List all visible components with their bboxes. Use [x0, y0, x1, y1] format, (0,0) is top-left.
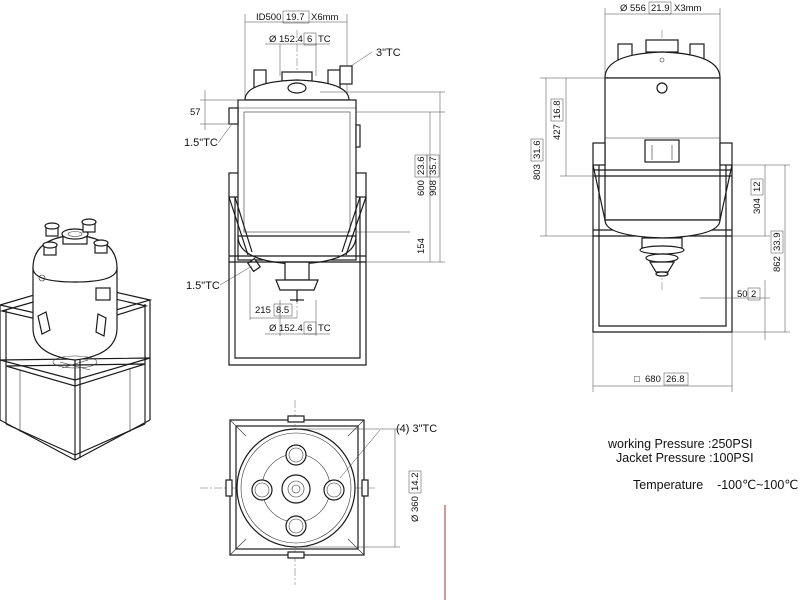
dim-600: 600	[416, 180, 427, 196]
top-dia-inch: 14.2	[410, 473, 421, 492]
bottom-port-left-label: 1.5"TC	[186, 280, 220, 292]
dim-50: 50	[737, 289, 748, 300]
diameter-symbol-4: Ø	[410, 514, 421, 522]
top-dia: 360	[410, 496, 421, 512]
diameter-symbol: Ø	[269, 34, 277, 45]
dim-304: 304	[752, 198, 763, 214]
dim-215: 215	[255, 305, 271, 316]
dim-862: 862	[772, 256, 783, 272]
isometric-view	[0, 218, 153, 461]
dim-427-inch: 16.8	[552, 101, 563, 120]
svg-text:Ø: Ø	[269, 323, 277, 334]
svg-text:□: □	[634, 374, 640, 385]
frame-size: 680	[645, 374, 661, 385]
dim-600-inch: 23.6	[416, 157, 427, 176]
dim-304-inch: 12	[752, 181, 763, 192]
iso-port-small	[42, 218, 109, 256]
top-port-inch: 6	[307, 34, 312, 45]
iso-port-center	[61, 228, 89, 245]
specs-block: working Pressure :250PSI Jacket Pressure…	[607, 437, 798, 492]
dim-57: 57	[190, 107, 201, 118]
dim-803: 803	[532, 164, 543, 180]
temperature: Temperature -100℃~100℃	[633, 478, 798, 492]
id-label: ID500	[256, 12, 281, 23]
bottom-port-dia: 152.4	[279, 323, 303, 334]
diameter-symbol-2: Ø	[269, 323, 277, 334]
dim-803-inch: 31.6	[532, 141, 543, 160]
dim-215-inch: 8.5	[276, 305, 289, 316]
top-port-dia: 152.4	[279, 34, 303, 45]
frame-inch: 26.8	[666, 374, 685, 385]
dim-154: 154	[416, 238, 427, 254]
side-port-left-label: 1.5"TC	[184, 137, 218, 149]
svg-text:Ø: Ø	[620, 3, 628, 14]
id-inch: 19.7	[286, 12, 305, 23]
svg-text:Ø: Ø	[269, 34, 277, 45]
diameter-symbol-3: Ø	[620, 3, 628, 14]
front-view: ID500 19.7 X6mm Ø 152.4 6 TC 3"TC 1	[184, 10, 445, 366]
bottom-port-inch: 6	[307, 323, 312, 334]
od-dia: 556	[630, 3, 646, 14]
od-inch: 21.9	[651, 3, 670, 14]
od-thk: X3mm	[674, 3, 702, 14]
top-port-type: TC	[318, 34, 331, 45]
dim-427: 427	[552, 124, 563, 140]
square-symbol: □	[634, 374, 640, 385]
dim-50-inch: 2	[751, 289, 756, 300]
dim-862-inch: 33.9	[772, 233, 783, 252]
side-view: Ø 556 21.9 X3mm	[530, 1, 790, 392]
svg-text:Ø: Ø	[410, 514, 421, 522]
top-view: (4) 3"TC Ø 360 14.2	[200, 400, 437, 585]
id-thk: X6mm	[311, 12, 339, 23]
top-view-ports	[251, 444, 345, 537]
top-ports-label: (4) 3"TC	[396, 423, 437, 435]
bottom-port-type: TC	[318, 323, 331, 334]
working-pressure: working Pressure :250PSI	[607, 437, 753, 451]
side-top-port-label: 3"TC	[376, 47, 401, 59]
dim-908: 908	[428, 180, 439, 196]
dim-908-inch: 35.7	[428, 157, 439, 176]
jacket-pressure: Jacket Pressure :100PSI	[616, 451, 754, 465]
